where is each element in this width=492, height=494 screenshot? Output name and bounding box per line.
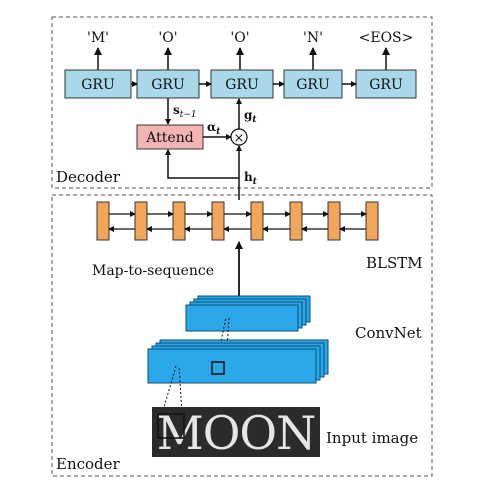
lstm-cell-3 xyxy=(172,201,186,241)
lstm-cell-6 xyxy=(289,201,303,241)
receptive-line-4 xyxy=(178,365,183,415)
lstm-cell-2 xyxy=(134,201,148,241)
gru-cell-4: GRU xyxy=(283,69,343,99)
input-image: MOON xyxy=(152,406,320,460)
attend-label: Attend xyxy=(145,130,193,146)
gru-label: GRU xyxy=(81,77,115,93)
state-label: st−1 xyxy=(173,103,197,120)
gru-label: GRU xyxy=(296,77,330,93)
gru-label: GRU xyxy=(151,77,185,93)
input-receptive-box xyxy=(157,413,185,439)
convnet-upper-stack xyxy=(185,295,311,332)
output-token-2: 'O' xyxy=(158,30,177,46)
blstm-label: BLSTM xyxy=(366,254,423,272)
input-image-text: MOON xyxy=(157,406,316,460)
convnet-lower-stack xyxy=(147,339,329,384)
gru-label: GRU xyxy=(225,77,259,93)
decoder-label: Decoder xyxy=(56,168,121,186)
output-token-1: 'M' xyxy=(87,30,109,46)
conv-receptive-box xyxy=(211,361,225,375)
combine-symbol: × xyxy=(234,131,245,146)
lstm-cell-5 xyxy=(250,201,264,241)
attend-box: Attend xyxy=(136,124,204,150)
blstm-layer xyxy=(96,201,379,241)
gru-cell-1: GRU xyxy=(64,69,132,99)
alpha-label: αt xyxy=(207,120,221,137)
lstm-cell-8 xyxy=(365,201,379,241)
decoder-frame xyxy=(51,16,433,189)
gru-label: GRU xyxy=(369,77,403,93)
lstm-cell-1 xyxy=(96,201,110,241)
encoder-frame xyxy=(51,194,433,477)
h-label: ht xyxy=(244,170,258,187)
input-image-label: Input image xyxy=(326,429,418,447)
combine-node: × xyxy=(230,128,248,146)
lstm-cell-7 xyxy=(327,201,341,241)
output-token-3: 'O' xyxy=(230,30,249,46)
gru-cell-2: GRU xyxy=(136,69,200,99)
g-label: gt xyxy=(244,108,257,125)
output-token-4: 'N' xyxy=(303,30,323,46)
encoder-label: Encoder xyxy=(56,455,121,473)
h-feedback-arrow xyxy=(165,149,239,179)
lstm-cell-4 xyxy=(211,201,225,241)
output-token-5: <EOS> xyxy=(359,30,414,46)
gru-cell-5: GRU xyxy=(355,69,417,99)
convnet-label: ConvNet xyxy=(355,324,422,342)
gru-cell-3: GRU xyxy=(210,69,274,99)
map-to-sequence-label: Map-to-sequence xyxy=(92,263,214,279)
receptive-line-3 xyxy=(161,365,177,415)
